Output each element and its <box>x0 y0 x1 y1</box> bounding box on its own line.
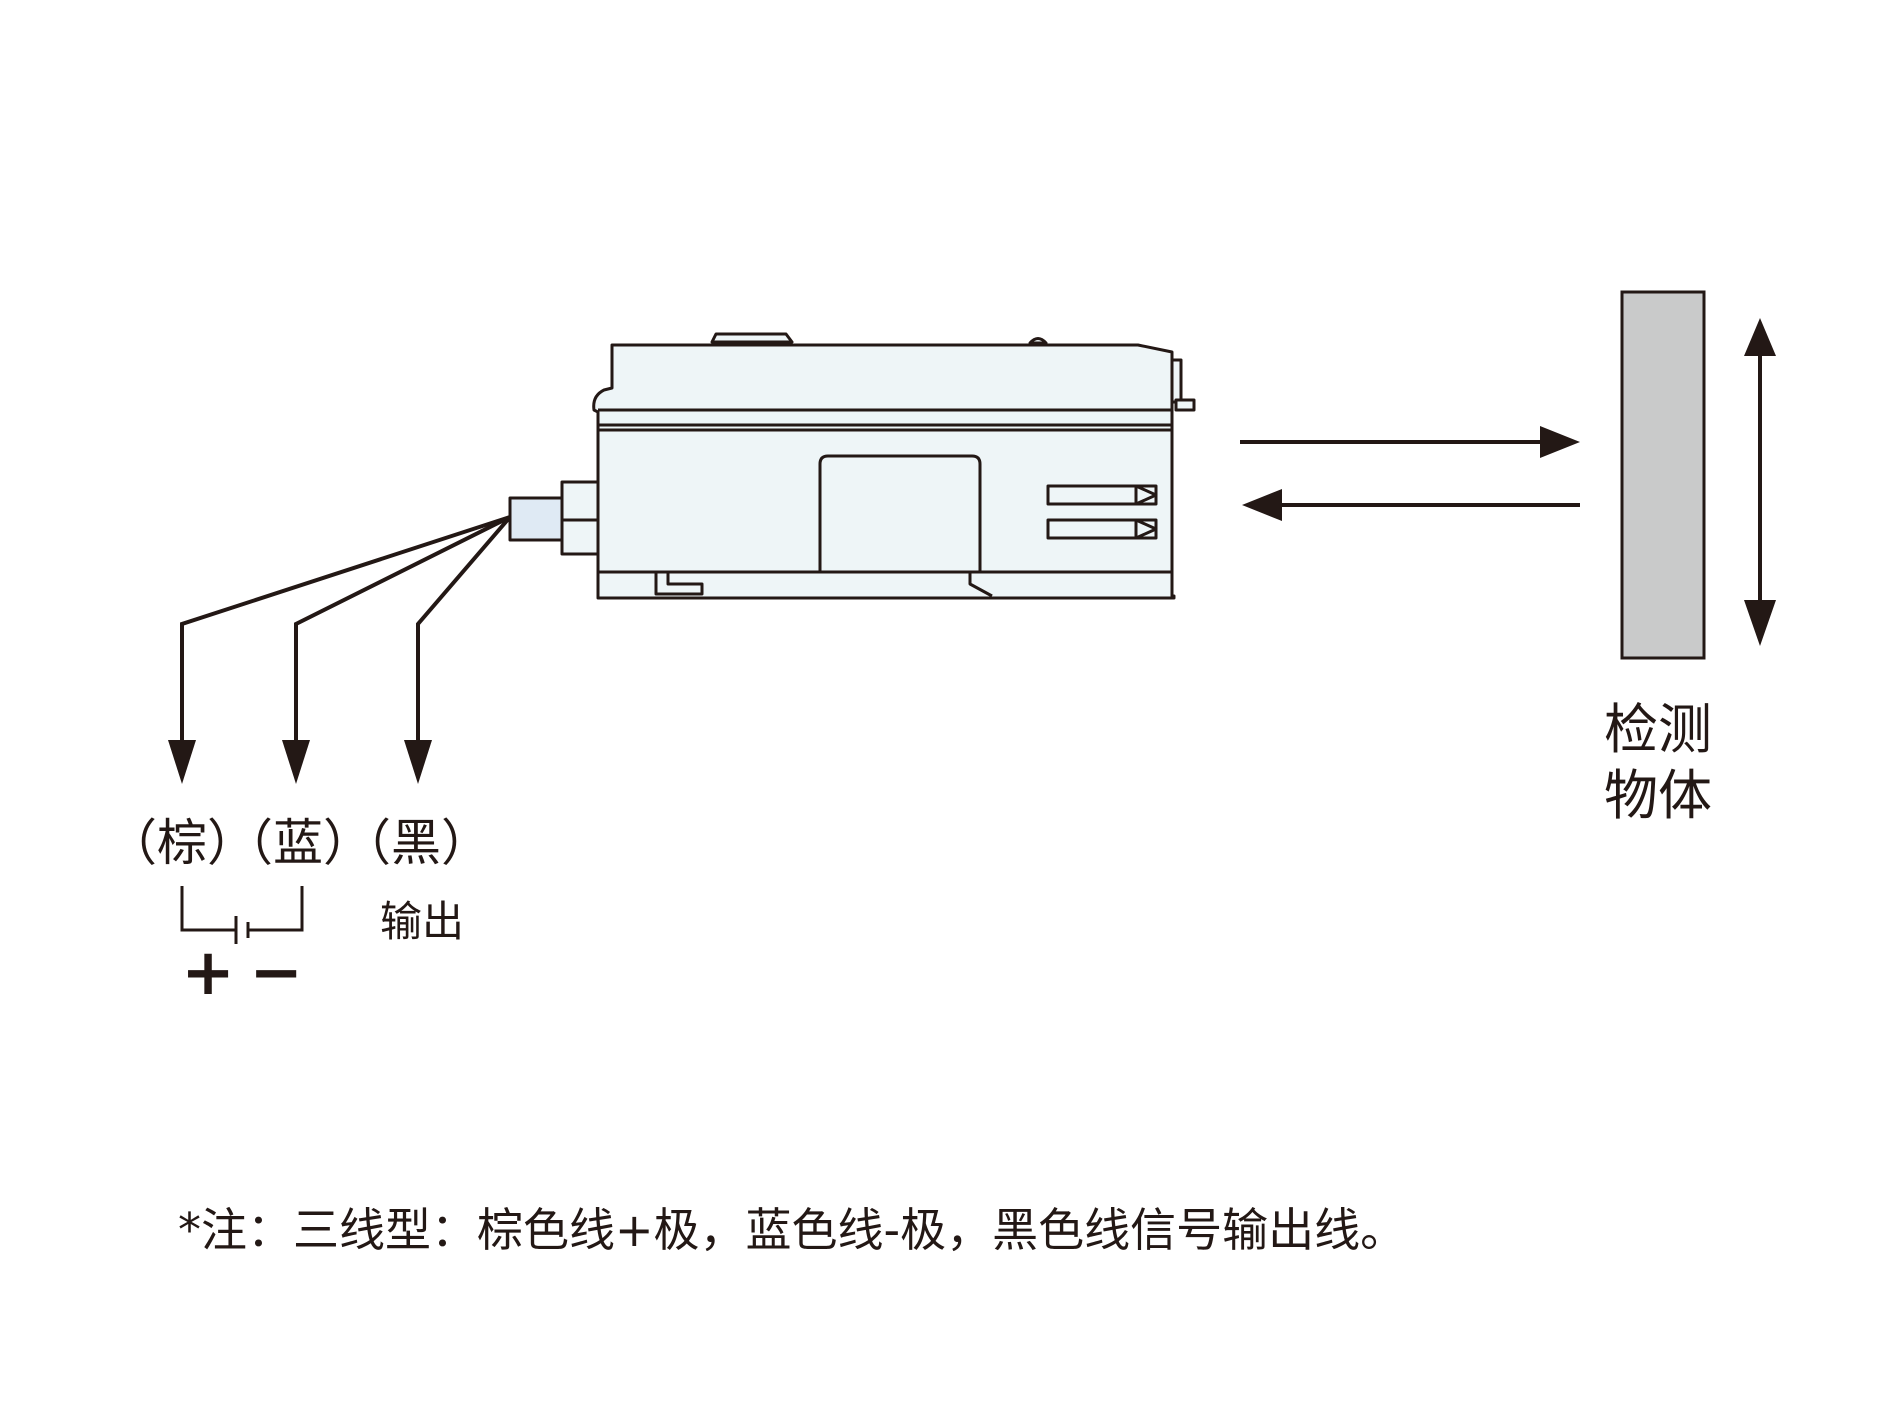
minus-sign: − <box>249 936 303 1010</box>
wire-black <box>416 515 512 740</box>
wires <box>180 515 512 740</box>
fiber-port-upper-arrow <box>1134 484 1158 506</box>
output-label: 输出 <box>380 897 464 946</box>
plus-sign: + <box>181 936 235 1010</box>
supply-bracket-left <box>180 886 236 932</box>
sensor-top-knob <box>1028 337 1048 345</box>
wiring-note: *注：三线型：棕色线+极，蓝色线-极，黑色线信号输出线。 <box>178 1203 1406 1257</box>
supply-bracket-right <box>248 886 304 932</box>
movement-arrowhead-up <box>1744 318 1776 356</box>
wire-brown <box>180 515 511 740</box>
movement-arrowhead-down <box>1744 600 1776 646</box>
wire-label-brown: （棕） <box>107 814 257 872</box>
wire-label-blue: （蓝） <box>223 814 373 872</box>
cable-gland <box>560 480 600 556</box>
fiber-port-lower-arrow <box>1134 518 1158 540</box>
sensor-right-foot <box>968 572 993 598</box>
sensor-center-window <box>818 454 982 572</box>
sensor-right-clip-small <box>1174 398 1196 412</box>
wire-brown-arrowhead <box>168 740 196 784</box>
wire-black-arrowhead <box>404 740 432 784</box>
light-arrows <box>1240 426 1580 521</box>
wire-blue-arrowhead <box>282 740 310 784</box>
sensor-left-foot <box>654 572 704 596</box>
emit-arrowhead <box>1540 426 1580 458</box>
sensor-top-tab <box>710 332 794 344</box>
target-object <box>1620 290 1706 660</box>
target-label-line2: 物体 <box>1604 764 1712 827</box>
reflect-arrowhead <box>1242 489 1282 521</box>
target-label-line1: 检测 <box>1604 698 1712 761</box>
cable-stub <box>508 496 564 542</box>
wire-label-black: （黑） <box>341 814 491 872</box>
movement-arrow <box>1744 318 1776 646</box>
wire-arrowheads <box>168 740 432 784</box>
wire-blue <box>294 515 511 740</box>
sensor-amplifier <box>508 332 1196 600</box>
power-supply-symbol <box>180 886 304 944</box>
